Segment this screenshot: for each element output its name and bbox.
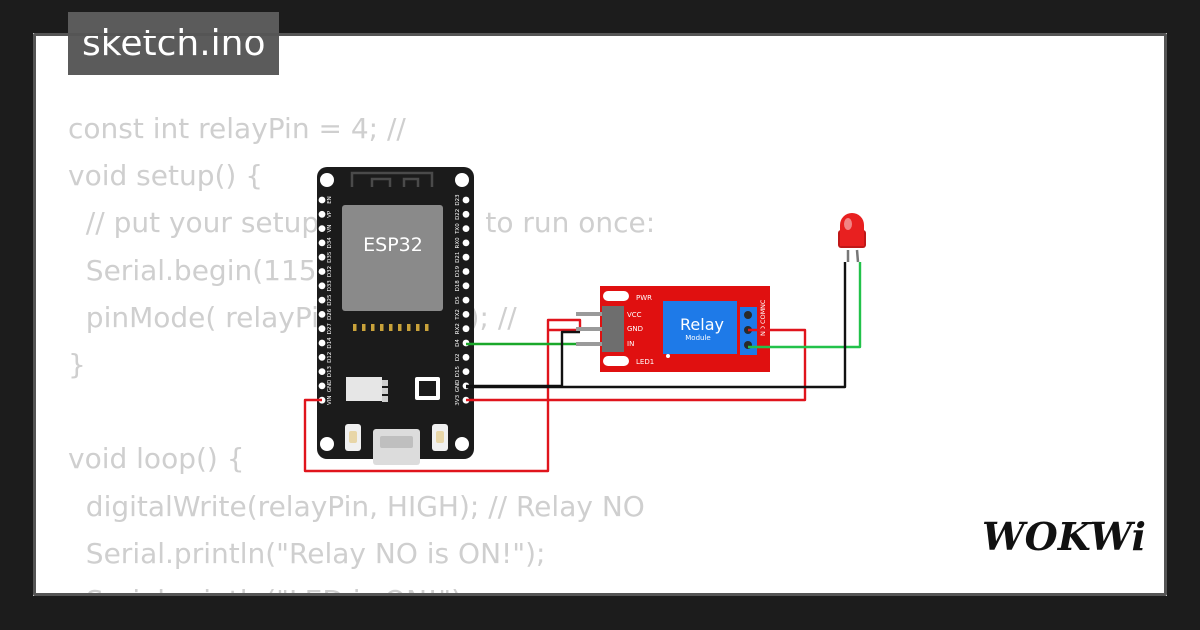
esp32-pin-label: D34 xyxy=(327,237,333,249)
led1-label: LED1 xyxy=(636,358,654,366)
esp32-pin-d25[interactable] xyxy=(318,296,326,304)
esp32-pin-label: D26 xyxy=(327,308,333,320)
esp32-pin-d15[interactable] xyxy=(462,368,470,375)
esp32-pin-label: VP xyxy=(327,210,333,218)
esp32-pin-label: D21 xyxy=(455,252,461,263)
esp32-pin-label: GND xyxy=(455,380,461,393)
esp32-pin-label: GND xyxy=(327,380,333,393)
voltage-regulator xyxy=(346,377,382,401)
esp32-pin-label: D12 xyxy=(327,352,333,363)
terminal-com-label: COM xyxy=(759,309,767,324)
esp32-board[interactable]: ESP32 ENVPVND34D35D32D33D25D26D27D14D12D… xyxy=(317,167,474,465)
esp32-pin-label: TX0 xyxy=(455,223,461,235)
file-tab[interactable]: sketch.ino xyxy=(68,12,280,75)
esp32-pin-label: EN xyxy=(327,196,333,204)
esp32-pin-d27[interactable] xyxy=(318,325,326,333)
esp32-pin-label: D4 xyxy=(455,339,461,347)
relay-vcc-label: VCC xyxy=(627,311,642,319)
esp32-pin-d19[interactable] xyxy=(462,268,470,275)
esp32-pin-d5[interactable] xyxy=(462,296,470,304)
relay-in-label: IN xyxy=(627,340,634,348)
esp32-pin-label: VN xyxy=(327,225,333,233)
esp32-pin-label: D33 xyxy=(327,280,333,292)
project-preview: const int relayPin = 4; // void setup() {… xyxy=(33,33,1167,596)
esp32-pin-label: TX2 xyxy=(455,309,461,321)
esp32-pin-tx2[interactable] xyxy=(462,311,470,318)
code-line: } xyxy=(68,347,86,381)
esp32-pin-d33[interactable] xyxy=(318,282,326,290)
code-line: Serial.println("Relay NO is ON!"); xyxy=(68,536,546,570)
esp32-pin-gnd[interactable] xyxy=(318,382,326,390)
esp32-pin-label: D5 xyxy=(455,296,461,304)
terminal-nc-label: NC xyxy=(759,299,767,309)
esp32-pin-label: D22 xyxy=(455,209,461,220)
code-line: const int relayPin = 4; // xyxy=(68,112,406,145)
esp32-pin-rx0[interactable] xyxy=(462,239,470,247)
esp32-pin-d35[interactable] xyxy=(318,253,326,261)
esp32-pin-d32[interactable] xyxy=(318,268,326,275)
esp32-pin-label: VIN xyxy=(327,395,333,405)
esp32-pin-d34[interactable] xyxy=(318,239,326,247)
esp32-pin-d18[interactable] xyxy=(462,282,470,290)
esp32-pin-d22[interactable] xyxy=(462,210,470,218)
code-line: void setup() { xyxy=(68,159,264,193)
esp32-pin-vp[interactable] xyxy=(318,210,326,218)
code-line: digitalWrite(relayPin, HIGH); // Relay N… xyxy=(68,489,645,523)
esp32-pin-d13[interactable] xyxy=(318,368,326,375)
wire-gnd-led[interactable] xyxy=(466,262,847,389)
esp32-pin-label: RX0 xyxy=(455,237,461,249)
code-line: void loop() { xyxy=(68,442,245,476)
wire-gnd-relay[interactable] xyxy=(466,330,580,388)
svg-text:WOKWi: WOKWi xyxy=(982,514,1146,559)
esp32-pin-d12[interactable] xyxy=(318,353,326,361)
esp32-pin-label: D14 xyxy=(327,337,333,349)
esp32-pin-label: D27 xyxy=(327,323,333,335)
red-led[interactable] xyxy=(838,213,866,263)
esp32-pin-d26[interactable] xyxy=(318,311,326,318)
esp32-pin-vn[interactable] xyxy=(318,225,326,233)
relay-module[interactable]: PWR LED1 VCC GND IN Relay Module NO COM … xyxy=(600,286,770,372)
pwr-led-label: PWR xyxy=(636,294,652,302)
esp32-pin-d2[interactable] xyxy=(462,353,470,361)
esp32-pin-label: D32 xyxy=(327,266,333,277)
relay-subtitle: Module xyxy=(685,334,710,342)
esp32-pin-en[interactable] xyxy=(318,196,326,204)
esp32-pin-label: 3V3 xyxy=(455,394,461,405)
esp32-pin-label: RX2 xyxy=(455,323,461,334)
relay-gnd-label: GND xyxy=(627,325,643,333)
esp32-pin-d21[interactable] xyxy=(462,253,470,261)
esp32-pin-rx2[interactable] xyxy=(462,325,470,333)
relay-title: Relay xyxy=(680,315,724,334)
esp32-chip-shield xyxy=(342,205,443,311)
esp32-pin-label: D35 xyxy=(327,251,333,263)
wire-no-led[interactable] xyxy=(748,262,862,349)
wire-3v3-com[interactable] xyxy=(466,328,807,402)
relay-header xyxy=(602,306,624,352)
esp32-pin-label: D18 xyxy=(455,280,461,292)
esp32-pin-label: D15 xyxy=(455,365,461,377)
esp32-pin-label: D13 xyxy=(327,365,333,377)
esp32-pin-d23[interactable] xyxy=(462,196,470,204)
code-line: Serial.println("LED is ON!"); xyxy=(68,577,655,596)
wokwi-logo: WOKWi xyxy=(980,512,1150,566)
esp32-pin-label: D23 xyxy=(455,194,461,206)
relay-face xyxy=(663,301,737,354)
esp32-label: ESP32 xyxy=(363,234,423,256)
esp32-pin-label: D19 xyxy=(455,265,461,277)
esp32-pin-label: D25 xyxy=(327,294,333,306)
esp32-pin-tx0[interactable] xyxy=(462,225,470,233)
esp32-pin-label: D2 xyxy=(455,353,461,361)
esp32-pin-d14[interactable] xyxy=(318,339,326,347)
